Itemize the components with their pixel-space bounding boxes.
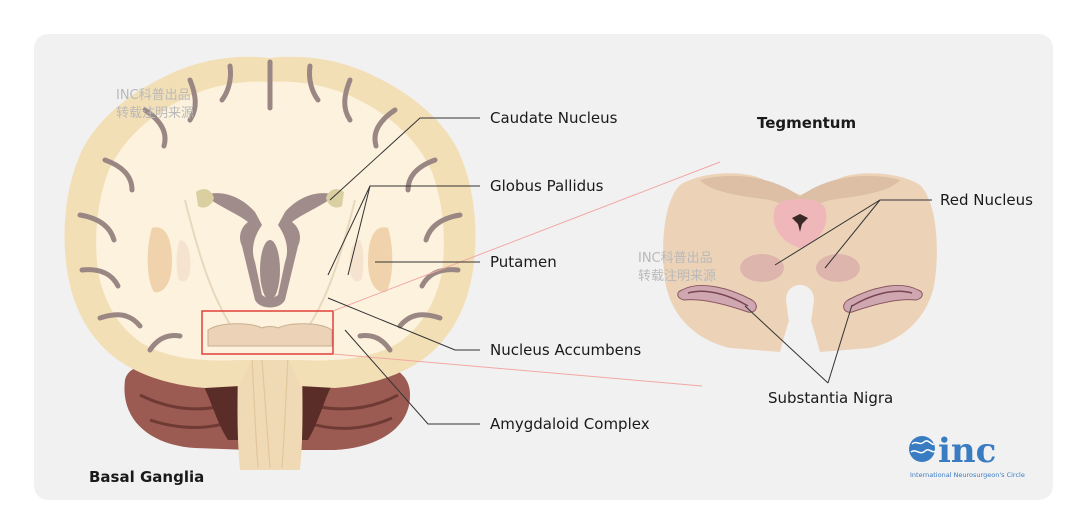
white-matter xyxy=(96,81,444,361)
tegmentum-section xyxy=(663,173,937,352)
title-tegmentum: Tegmentum xyxy=(757,114,856,132)
midbrain-slab xyxy=(207,323,333,347)
globus-pallidus-left xyxy=(176,240,191,282)
tegmentum-highlight-box xyxy=(201,310,334,355)
cerebral-aqueduct xyxy=(792,214,808,232)
cerebellum-folds xyxy=(139,393,399,430)
leader-globus-2 xyxy=(327,185,371,276)
tegmentum-outline xyxy=(663,173,937,352)
putamen-left xyxy=(147,227,172,293)
watermark-line1-right: INC科普出品 xyxy=(638,251,713,266)
substantia-nigra-left-core xyxy=(687,290,749,307)
logo-subtitle: International Neurosurgeon's Circle xyxy=(910,471,1025,479)
title-basal-ganglia: Basal Ganglia xyxy=(89,468,204,486)
third-ventricle xyxy=(260,240,280,300)
tectum xyxy=(700,175,900,210)
brainstem-tract-lines xyxy=(251,354,289,469)
caudate-nucleus-right xyxy=(326,189,344,208)
leader-lines xyxy=(327,117,932,425)
red-nucleus-left xyxy=(740,254,784,282)
watermark-line1-left: INC科普出品 xyxy=(116,88,191,103)
caudate-nucleus-left xyxy=(196,189,214,208)
coronal-brain xyxy=(64,56,476,470)
watermark-line2-left: 转载注明来源 xyxy=(116,106,194,121)
cerebellum-dark-left xyxy=(200,375,240,440)
sulci xyxy=(77,59,463,353)
zoom-line-bottom xyxy=(332,353,703,387)
cerebellum-dark-right xyxy=(296,375,335,440)
leader-amygdaloid xyxy=(344,329,480,425)
label-amygdaloid-complex: Amygdaloid Complex xyxy=(490,415,650,433)
interpeduncular-fossa xyxy=(786,285,814,330)
brain-logo-icon xyxy=(909,436,936,462)
globus-pallidus-right xyxy=(349,240,364,282)
leader-sn-1 xyxy=(744,305,829,384)
zoom-line-top xyxy=(332,161,721,312)
putamen-right xyxy=(368,227,393,293)
logo-wordmark: inc xyxy=(938,431,996,471)
leader-red-2 xyxy=(824,199,881,269)
label-red-nucleus: Red Nucleus xyxy=(940,191,1033,209)
substantia-nigra-left xyxy=(677,284,757,313)
label-substantia-nigra: Substantia Nigra xyxy=(768,389,893,407)
label-caudate-nucleus: Caudate Nucleus xyxy=(490,109,618,127)
label-nucleus-accumbens: Nucleus Accumbens xyxy=(490,341,641,359)
substantia-nigra-right xyxy=(843,284,923,313)
red-nucleus-right xyxy=(816,254,860,282)
substantia-nigra-right-core xyxy=(851,290,913,307)
leader-accumbens xyxy=(327,297,480,351)
label-globus-pallidus: Globus Pallidus xyxy=(490,177,604,195)
leader-caudate xyxy=(329,117,480,201)
watermark-line2-right: 转载注明来源 xyxy=(638,269,716,284)
leader-sn-2 xyxy=(827,304,853,384)
brainstem xyxy=(237,350,303,470)
inc-logo: inc International Neurosurgeon's Circle xyxy=(909,431,1025,479)
label-putamen: Putamen xyxy=(490,253,557,271)
